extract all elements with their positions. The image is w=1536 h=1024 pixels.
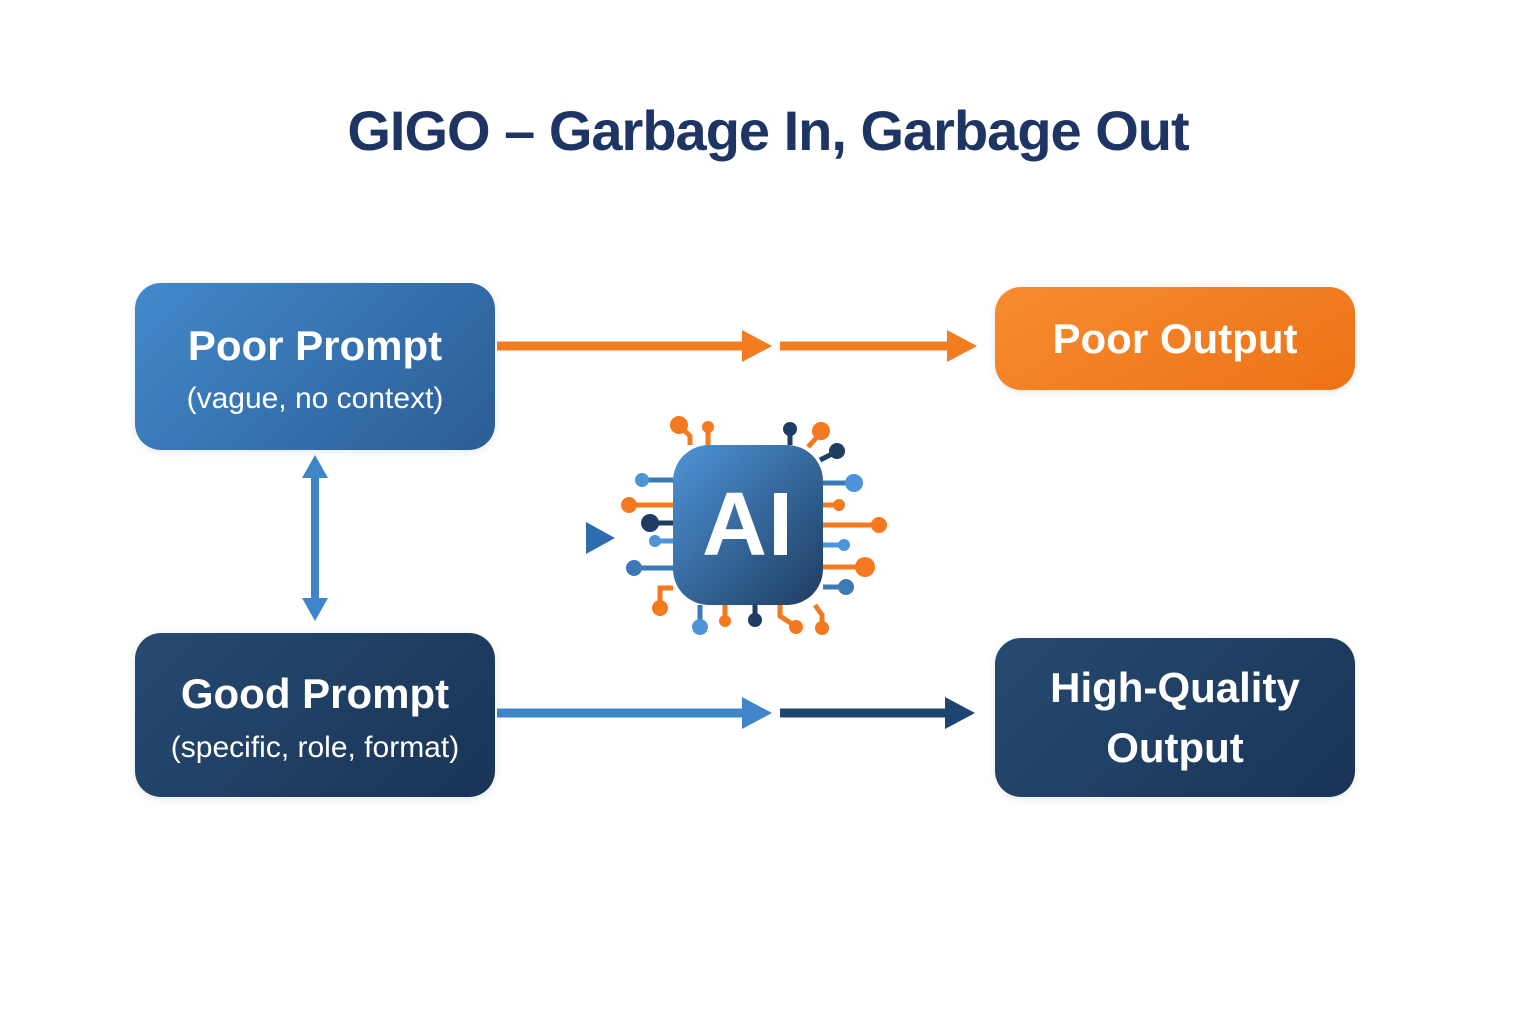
circuit-traces-left [621,473,673,616]
node-poor-prompt: Poor Prompt (vague, no context) [135,283,495,450]
circuit-traces-top [670,416,845,463]
node-poor-prompt-label: Poor Prompt [187,321,443,369]
ai-chip-circuit [621,416,887,635]
arrow-prompts-to-ai [311,522,615,554]
circuit-traces-bottom [692,605,803,635]
node-good-prompt-label: Good Prompt [180,670,450,718]
arrow-good-prompt-to-high-quality-output [497,697,975,729]
node-high-quality-output: High-Quality Output [995,638,1355,797]
node-poor-output-label: Poor Output [1052,314,1298,362]
circuit-traces-right [812,474,887,635]
ai-chip-body [673,445,823,605]
node-good-prompt-sublabel: (specific, role, format) [170,730,460,764]
node-poor-prompt-sublabel: (vague, no context) [186,382,444,416]
arrow-poor-prompt-to-poor-output [497,330,977,362]
node-high-quality-output-label: High-Quality Output [1050,663,1300,771]
ai-chip-label: AI [702,474,794,575]
diagram-title: GIGO – Garbage In, Garbage Out [347,99,1189,162]
ai-chip-icon: AI [620,412,890,652]
node-poor-output: Poor Output [995,287,1355,390]
node-good-prompt: Good Prompt (specific, role, format) [135,633,495,797]
